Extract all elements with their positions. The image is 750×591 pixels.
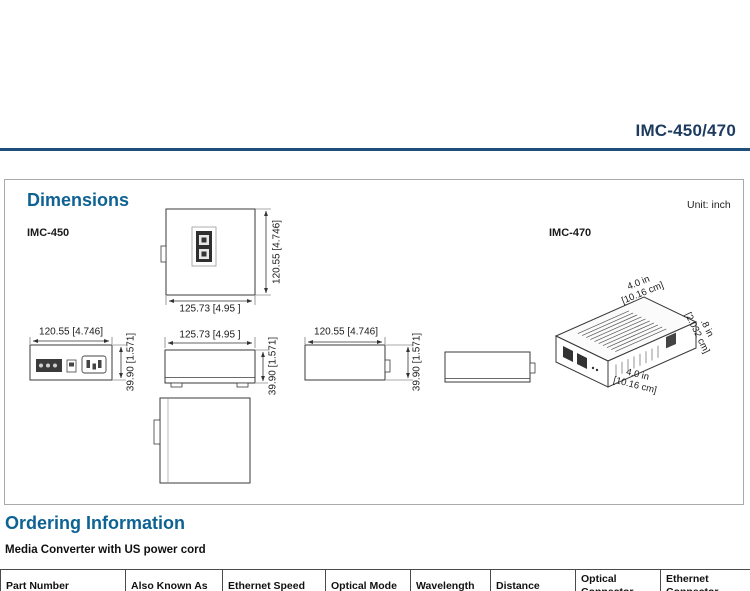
model-label-imc470: IMC-470 bbox=[549, 227, 592, 239]
bottom-view-drawing bbox=[153, 397, 251, 484]
col-header-wavelength: Wavelength bbox=[410, 568, 491, 591]
col-header-ethernet-connector: Ethernet Connector bbox=[660, 568, 750, 591]
header-divider bbox=[0, 148, 750, 151]
dim-top-height: 39.90 [1.571] bbox=[411, 332, 423, 392]
isometric-view-drawing bbox=[554, 296, 698, 388]
dim-side-height: 39.90 [1.571] bbox=[267, 336, 279, 396]
front-view-drawing bbox=[160, 208, 271, 305]
dim-rear-width: 120.55 [4.746] bbox=[39, 326, 103, 338]
dim-front-height: 120.55 [4.746] bbox=[271, 220, 283, 284]
ordering-table: Part Number Also Known As Ethernet Speed… bbox=[0, 568, 750, 591]
model-label-imc450: IMC-450 bbox=[27, 227, 70, 239]
col-header-also-known-as: Also Known As bbox=[125, 568, 223, 591]
col-header-optical-mode: Optical Mode bbox=[325, 568, 411, 591]
page-title: IMC-450/470 bbox=[635, 121, 736, 140]
col-header-optical-connector: Optical Connector bbox=[575, 568, 661, 591]
dim-side-width: 125.73 [4.95 ] bbox=[179, 329, 241, 341]
rear-view-drawing bbox=[29, 337, 126, 381]
dim-top-width: 120.55 [4.746] bbox=[314, 326, 378, 338]
dim-front-width: 125.73 [4.95 ] bbox=[179, 303, 241, 315]
ordering-subheading: Media Converter with US power cord bbox=[5, 544, 206, 556]
dimensions-heading: Dimensions bbox=[27, 190, 130, 210]
dim-rear-height: 39.90 [1.571] bbox=[125, 332, 137, 392]
ordering-heading: Ordering Information bbox=[5, 513, 185, 533]
second-side-view-drawing bbox=[444, 351, 536, 383]
side-view-drawing bbox=[164, 337, 268, 388]
col-header-ethernet-speed: Ethernet Speed bbox=[222, 568, 326, 591]
unit-label: Unit: inch bbox=[687, 199, 731, 211]
ordering-table-header-row: Part Number Also Known As Ethernet Speed… bbox=[0, 568, 750, 591]
top-view-drawing bbox=[304, 337, 413, 381]
col-header-part-number: Part Number bbox=[0, 568, 126, 591]
col-header-distance: Distance bbox=[490, 568, 576, 591]
